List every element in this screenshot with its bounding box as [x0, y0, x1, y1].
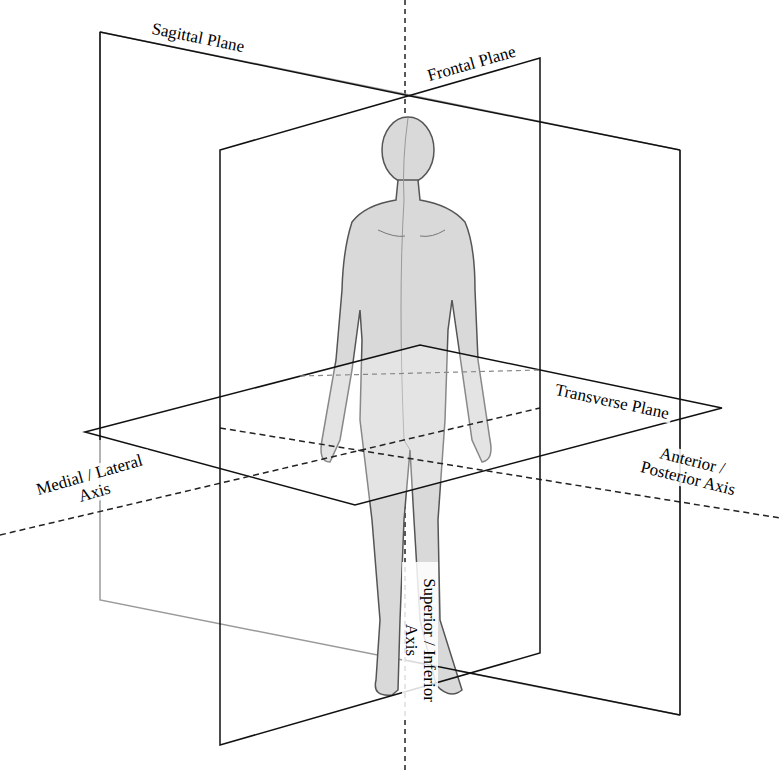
sagittal-plane-edge [100, 32, 680, 150]
anterior-posterior-axis [220, 428, 780, 518]
axis-label: Medial / Lateral Axis [26, 449, 157, 518]
hidden-edge [300, 370, 540, 376]
axis-label: Anterior / Posterior Axis [620, 436, 761, 504]
plane-label: Sagittal Plane [147, 19, 249, 56]
axis-label: Superior / Inferior Axis [402, 562, 438, 718]
plane-label: Frontal Plane [423, 42, 521, 86]
transverse-plane [85, 345, 722, 505]
medial-lateral-axis [0, 408, 540, 535]
frontal-plane [220, 58, 540, 745]
sagittal-plane-back [100, 32, 680, 715]
